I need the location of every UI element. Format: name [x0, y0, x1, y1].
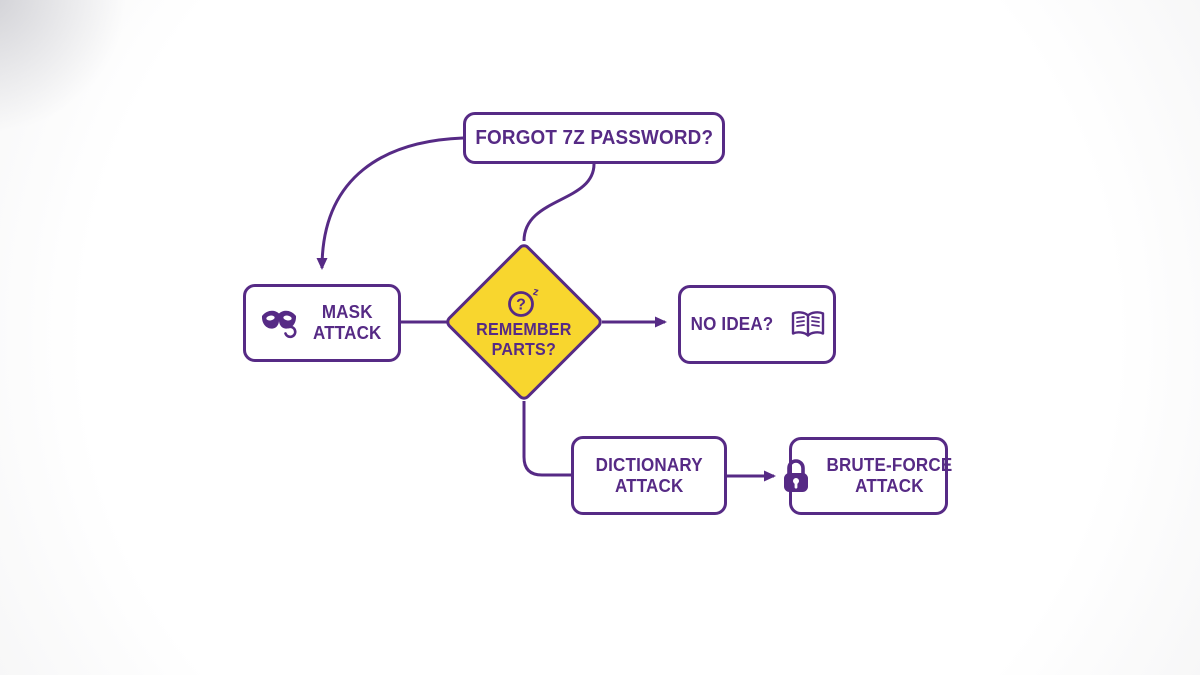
node-brute-force-attack: BRUTE-FORCE ATTACK: [783, 437, 952, 515]
svg-text:?: ?: [516, 297, 526, 314]
mask-icon: [260, 306, 300, 340]
node-remember-parts: ? z REMEMBER PARTS?: [449, 267, 599, 379]
no-idea-label: NO IDEA?: [690, 313, 774, 335]
forgot-password-label: FORGOT 7Z PASSWORD?: [475, 125, 713, 149]
node-mask-attack: MASK ATTACK: [243, 284, 401, 362]
padlock-icon: [780, 457, 812, 495]
dictionary-attack-label: DICTIONARY ATTACK: [595, 453, 703, 496]
node-dictionary-attack: DICTIONARY ATTACK: [571, 436, 727, 515]
mask-attack-label: MASK ATTACK: [312, 301, 382, 343]
svg-text:z: z: [532, 286, 541, 299]
edge-decision-to-dictionary: [522, 401, 571, 477]
question-mark-icon: ? z: [505, 286, 543, 320]
node-no-idea: NO IDEA?: [678, 285, 836, 364]
open-book-icon: [789, 308, 827, 342]
brute-force-attack-label: BRUTE-FORCE ATTACK: [826, 454, 952, 496]
node-forgot-password: FORGOT 7Z PASSWORD?: [463, 112, 725, 164]
edge-forgot-to-decision: [522, 163, 596, 242]
remember-parts-label: REMEMBER PARTS?: [476, 319, 572, 359]
edge-forgot-to-mask: [316, 136, 464, 270]
